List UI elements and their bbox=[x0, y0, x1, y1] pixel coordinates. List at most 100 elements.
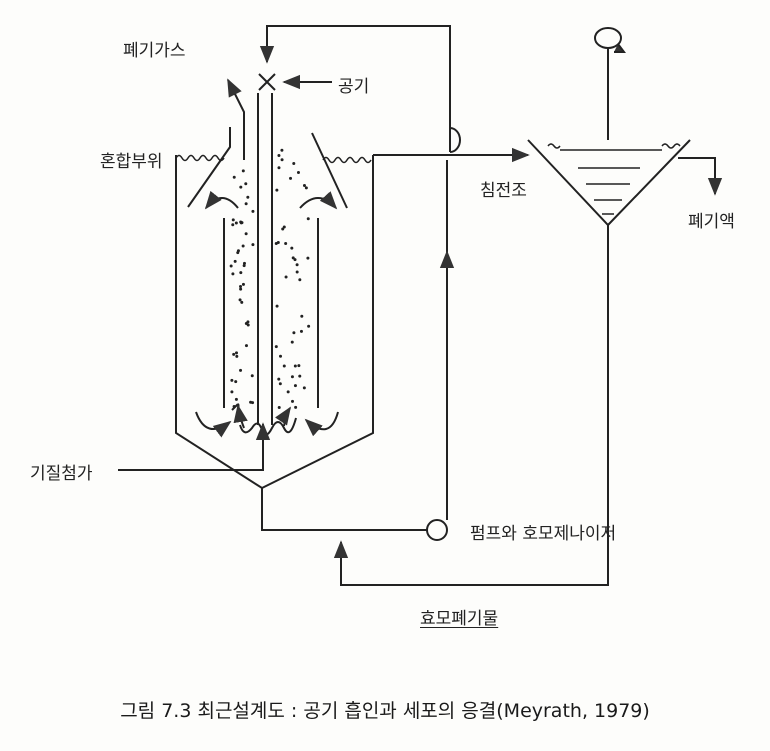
circulation-arrow-top-right bbox=[299, 191, 338, 210]
particle-dot bbox=[250, 374, 254, 378]
label-air: 공기 bbox=[338, 77, 370, 97]
particle-dot bbox=[277, 406, 281, 410]
particle-dot bbox=[302, 184, 306, 188]
particle-dot bbox=[306, 256, 310, 260]
particle-dot bbox=[241, 282, 245, 286]
right-cone bbox=[311, 132, 348, 209]
particle-dot bbox=[244, 202, 248, 206]
particle-dot bbox=[282, 225, 286, 229]
particle-dot bbox=[298, 278, 302, 282]
particle-dot bbox=[299, 329, 303, 333]
particle-dot bbox=[296, 170, 300, 174]
particle-dot bbox=[244, 232, 248, 236]
settling-tank bbox=[527, 139, 691, 227]
particle-dot bbox=[302, 386, 306, 390]
particle-dot bbox=[241, 169, 245, 173]
waste-liquid-arrow bbox=[678, 157, 723, 196]
central-air-tube bbox=[257, 93, 273, 425]
liquid-surface-left bbox=[175, 154, 225, 162]
fermenter-tank bbox=[175, 155, 374, 490]
particle-dot bbox=[292, 331, 296, 335]
particle-dot bbox=[230, 378, 234, 382]
particle-dot bbox=[290, 340, 294, 344]
particle-dot bbox=[236, 251, 240, 255]
cell-particles bbox=[229, 148, 311, 410]
recycle-top-line bbox=[267, 25, 451, 258]
circulation-arrow-top-left bbox=[204, 190, 239, 210]
particle-dot bbox=[232, 352, 236, 356]
line-crossover-hump bbox=[449, 127, 461, 153]
particle-dot bbox=[241, 244, 245, 248]
particle-dot bbox=[235, 354, 239, 358]
circulation-arrow-bottom-mid-l bbox=[233, 404, 248, 429]
particle-dot bbox=[251, 243, 255, 247]
label-substrate-addition: 기질첨가 bbox=[30, 464, 93, 484]
particle-dot bbox=[234, 351, 238, 355]
particle-dot bbox=[281, 227, 285, 231]
particle-dot bbox=[238, 298, 242, 302]
particle-dot bbox=[277, 377, 281, 381]
label-mixing-zone: 혼합부위 bbox=[100, 152, 163, 172]
particle-dot bbox=[297, 364, 301, 368]
circulation-arrow-bottom-mid-r bbox=[275, 406, 291, 427]
particle-dot bbox=[232, 175, 236, 179]
air-inlet-valve-icon bbox=[258, 73, 276, 91]
particle-dot bbox=[293, 384, 297, 388]
circulation-arrow-bottom-left bbox=[195, 411, 232, 438]
particle-dot bbox=[300, 314, 304, 318]
rotation-icon bbox=[594, 27, 622, 49]
particle-dot bbox=[276, 240, 280, 244]
particle-dot bbox=[274, 345, 278, 349]
particle-dot bbox=[231, 223, 235, 227]
particle-dot bbox=[282, 364, 286, 368]
particle-dot bbox=[239, 368, 243, 372]
particle-dot bbox=[229, 264, 233, 268]
particle-dot bbox=[306, 217, 310, 221]
particle-dot bbox=[295, 263, 299, 267]
settler-liquid bbox=[560, 149, 662, 215]
particle-dot bbox=[239, 271, 243, 275]
rotation-arrowhead-icon bbox=[614, 43, 626, 53]
particle-dot bbox=[284, 275, 288, 279]
particle-dot bbox=[293, 364, 297, 368]
particle-dot bbox=[298, 374, 302, 378]
label-waste-gas: 폐기가스 bbox=[123, 41, 186, 61]
particle-dot bbox=[294, 405, 298, 409]
particle-dot bbox=[280, 158, 284, 162]
particle-dot bbox=[246, 320, 250, 324]
particle-dot bbox=[280, 148, 284, 152]
particle-dot bbox=[240, 300, 244, 304]
particle-dot bbox=[277, 166, 281, 170]
particle-dot bbox=[231, 218, 235, 222]
particle-dot bbox=[234, 221, 238, 225]
particle-dot bbox=[232, 404, 236, 408]
substrate-line bbox=[118, 422, 271, 471]
particle-dot bbox=[304, 186, 308, 190]
particle-dot bbox=[246, 195, 250, 199]
particle-dot bbox=[242, 261, 246, 265]
particle-dot bbox=[234, 380, 238, 384]
particle-dot bbox=[284, 241, 288, 245]
particle-dot bbox=[286, 390, 290, 394]
particle-dot bbox=[249, 400, 253, 404]
particle-dot bbox=[239, 287, 243, 291]
particle-dot bbox=[239, 185, 243, 189]
particle-dot bbox=[244, 344, 248, 348]
particle-dot bbox=[290, 246, 294, 250]
particle-dot bbox=[293, 258, 297, 262]
particle-dot bbox=[239, 284, 243, 288]
waste-gas-arrow bbox=[227, 78, 245, 160]
particle-dot bbox=[234, 397, 238, 401]
particle-dot bbox=[244, 182, 248, 186]
particle-dot bbox=[279, 354, 283, 358]
particle-dot bbox=[295, 270, 299, 274]
circulation-arrow-bottom-right bbox=[304, 411, 339, 437]
left-cone bbox=[187, 127, 231, 208]
liquid-surface-right bbox=[322, 156, 372, 164]
particle-dot bbox=[289, 176, 293, 180]
particle-dot bbox=[290, 375, 294, 379]
particle-dot bbox=[239, 221, 243, 225]
particle-dot bbox=[277, 153, 281, 157]
particle-dot bbox=[291, 399, 295, 403]
